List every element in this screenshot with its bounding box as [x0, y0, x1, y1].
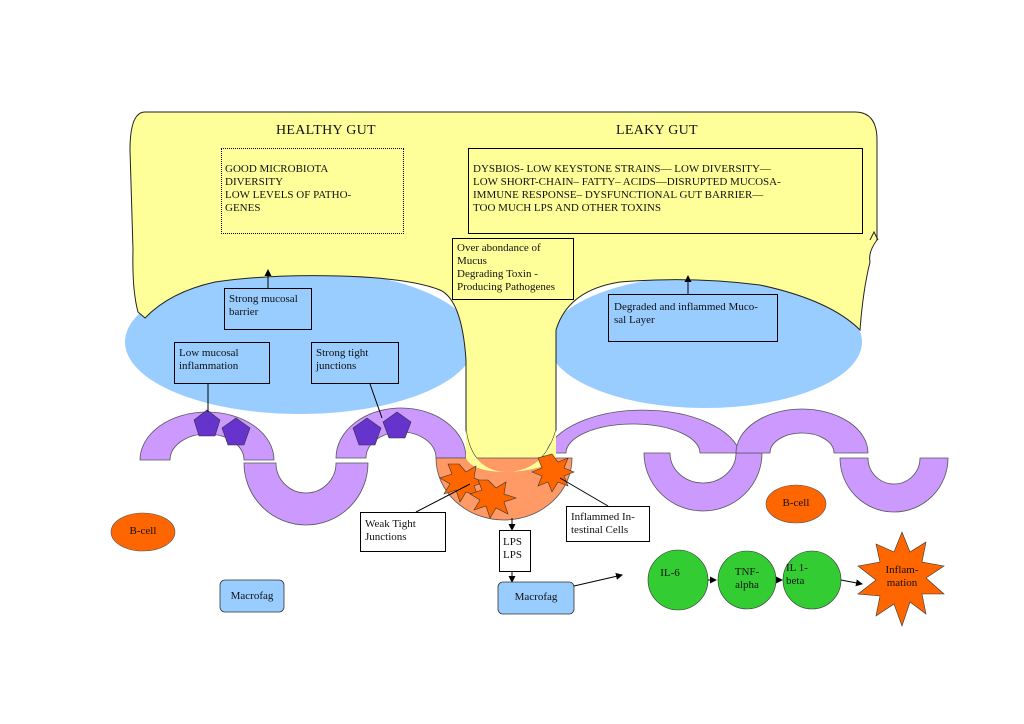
macrofag-center-label: Macrofag [514, 591, 558, 603]
b-cell-left [110, 512, 176, 552]
arrow-macrofag-to-il6 [573, 572, 623, 587]
arrow-il1-to-inflammation [840, 579, 863, 587]
lps-box: LPS LPS [499, 530, 531, 572]
epithelium-segment [545, 409, 741, 454]
cytokine-il1-label: IL 1- beta [786, 562, 808, 587]
strong-mucosal-box: Strong mucosal barrier [224, 288, 312, 330]
cytokine-il6-label: IL-6 [660, 567, 680, 579]
arrow-strong-tight [369, 383, 383, 419]
over-abundance-box: Over abondance of Mucus Degrading Toxin … [452, 238, 574, 300]
inflammation-burst [469, 479, 517, 519]
epithelium-segment [643, 452, 763, 512]
healthy-info-box: GOOD MICROBIOTA DIVERSITY LOW LEVELS OF … [221, 148, 404, 234]
arrow-weak-tight [415, 483, 471, 513]
inflammation-burst [531, 453, 575, 493]
heading-leaky-gut: LEAKY GUT [616, 123, 698, 138]
lumen-edge-arrow [869, 230, 879, 241]
arrow-inflamed-cells [559, 477, 609, 507]
tight-junction-pentagon [221, 417, 251, 446]
inflammation-burst [439, 463, 485, 503]
epithelium-segment [735, 408, 869, 454]
tight-junction-pentagon [352, 417, 382, 446]
heading-healthy-gut: HEALTHY GUT [276, 123, 376, 138]
cytokine-tnf-label: TNF- alpha [734, 566, 760, 591]
low-inflammation-box: Low mucosal inflammation [174, 342, 270, 384]
strong-tight-box: Strong tight junctions [311, 342, 399, 384]
epithelium [139, 407, 949, 526]
cytokine-il6 [647, 549, 709, 611]
b-cell-right [765, 484, 827, 524]
arrows [207, 269, 863, 587]
epithelium-segment [243, 462, 369, 526]
weak-tight-box: Weak Tight Junctions [360, 512, 446, 552]
macrofag-left-shape [219, 579, 285, 613]
epithelium-segment [839, 457, 949, 513]
macrofag-left-label: Macrofag [230, 590, 274, 602]
b-cell-right-label: B-cell [782, 497, 810, 509]
degraded-mucosal-box: Degraded and inflammed Muco- sal Layer [608, 294, 778, 342]
tight-junction-pentagon [193, 409, 221, 437]
inflammation-label: Inflam- mation [885, 564, 919, 589]
tight-junction-pentagon [382, 411, 412, 439]
inflamed-cells-box: Inflammed In- testinal Cells [566, 506, 650, 542]
macrofag-center-shape [497, 581, 575, 615]
inflammation-star [857, 531, 945, 627]
leaky-info-box: DYSBIOS- LOW KEYSTONE STRAINS— LOW DIVER… [468, 148, 863, 234]
b-cell-left-label: B-cell [129, 525, 157, 537]
